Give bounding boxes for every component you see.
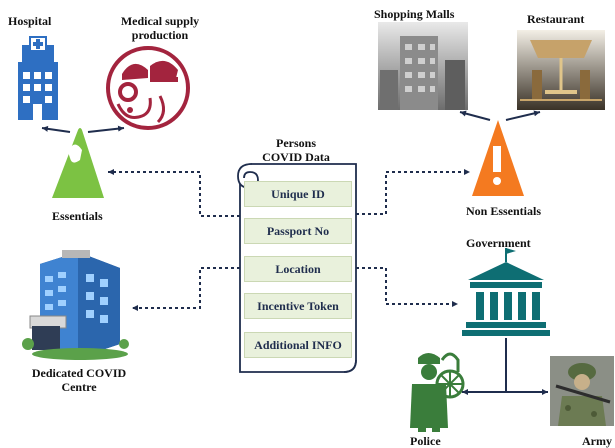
medical-supply-label: Medical supply production xyxy=(120,14,200,42)
covid-centre-label: Dedicated COVID Centre xyxy=(31,366,127,394)
covid-centre-icon xyxy=(22,250,129,360)
field-incentive-token: Incentive Token xyxy=(244,293,352,319)
field-location: Location xyxy=(244,256,352,282)
essentials-label: Essentials xyxy=(52,209,103,223)
restaurant-label: Restaurant xyxy=(527,12,585,26)
scroll-title: Persons COVID Data xyxy=(262,136,330,164)
army-icon xyxy=(550,356,614,426)
field-passport-no: Passport No xyxy=(244,218,352,244)
field-additional-info: Additional INFO xyxy=(244,332,352,358)
hospital-icon xyxy=(18,36,58,120)
hospital-label: Hospital xyxy=(8,14,52,28)
shopping-malls-label: Shopping Malls xyxy=(374,7,455,21)
government-label: Government xyxy=(466,236,531,250)
mall-icon xyxy=(378,22,468,110)
government-icon xyxy=(462,248,550,336)
police-icon xyxy=(410,352,465,432)
police-label: Police xyxy=(410,434,441,448)
army-label: Army xyxy=(582,434,612,448)
restaurant-icon xyxy=(517,30,605,110)
medical-supply-icon xyxy=(106,46,190,130)
non-essentials-label: Non Essentials xyxy=(466,204,542,218)
connectors xyxy=(41,110,548,395)
non-essentials-icon xyxy=(472,120,524,196)
field-unique-id: Unique ID xyxy=(244,181,352,207)
essentials-icon xyxy=(52,128,104,198)
